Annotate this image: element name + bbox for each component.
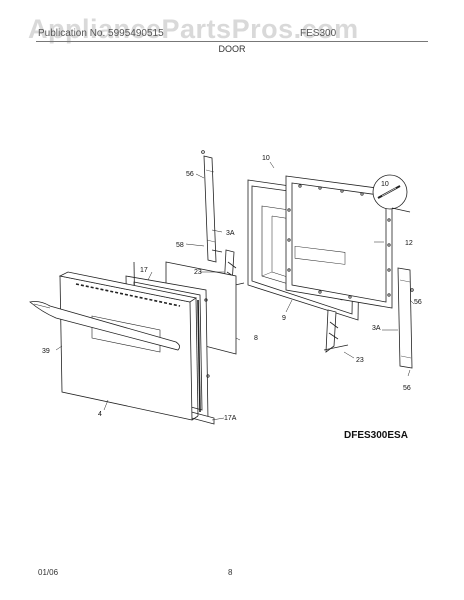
publication-number: Publication No. 5995490515 (38, 28, 164, 39)
model-number: DFES300ESA (344, 430, 408, 441)
door-handle (29, 301, 180, 351)
section-title: DOOR (218, 44, 246, 54)
callout-17a: 17A (224, 415, 237, 422)
callout-58: 58 (176, 242, 184, 249)
page-number: 8 (228, 568, 233, 577)
watermark-logo: AppliancePartsPros.com (28, 14, 359, 44)
callout-56-bottom: 56 (403, 385, 411, 392)
right-hinge (323, 309, 349, 353)
outer-door-panel (58, 271, 199, 421)
screw-detail-inset (372, 174, 411, 213)
footer-date: 01/06 (38, 568, 59, 577)
callout-3a-left: 3A (226, 230, 235, 237)
left-side-trim (201, 150, 223, 263)
callout-23-right: 23 (356, 357, 364, 364)
callout-9: 9 (282, 315, 286, 322)
leader-lines (55, 161, 415, 421)
callout-17: 17 (140, 267, 148, 274)
model-series: FES300 (300, 28, 337, 39)
callout-23-left: 23 (194, 269, 202, 276)
callout-56-right: 56 (414, 299, 422, 306)
callout-39: 39 (42, 348, 50, 355)
callout-56-top: 56 (186, 171, 194, 178)
callout-8: 8 (254, 335, 258, 342)
right-side-trim (397, 267, 414, 369)
callout-10-inset: 10 (381, 181, 389, 188)
callout-12: 12 (405, 240, 413, 247)
callout-4: 4 (98, 411, 102, 418)
callout-10: 10 (262, 155, 270, 162)
header-rule (36, 41, 428, 42)
callout-3a-right: 3A (372, 325, 381, 332)
